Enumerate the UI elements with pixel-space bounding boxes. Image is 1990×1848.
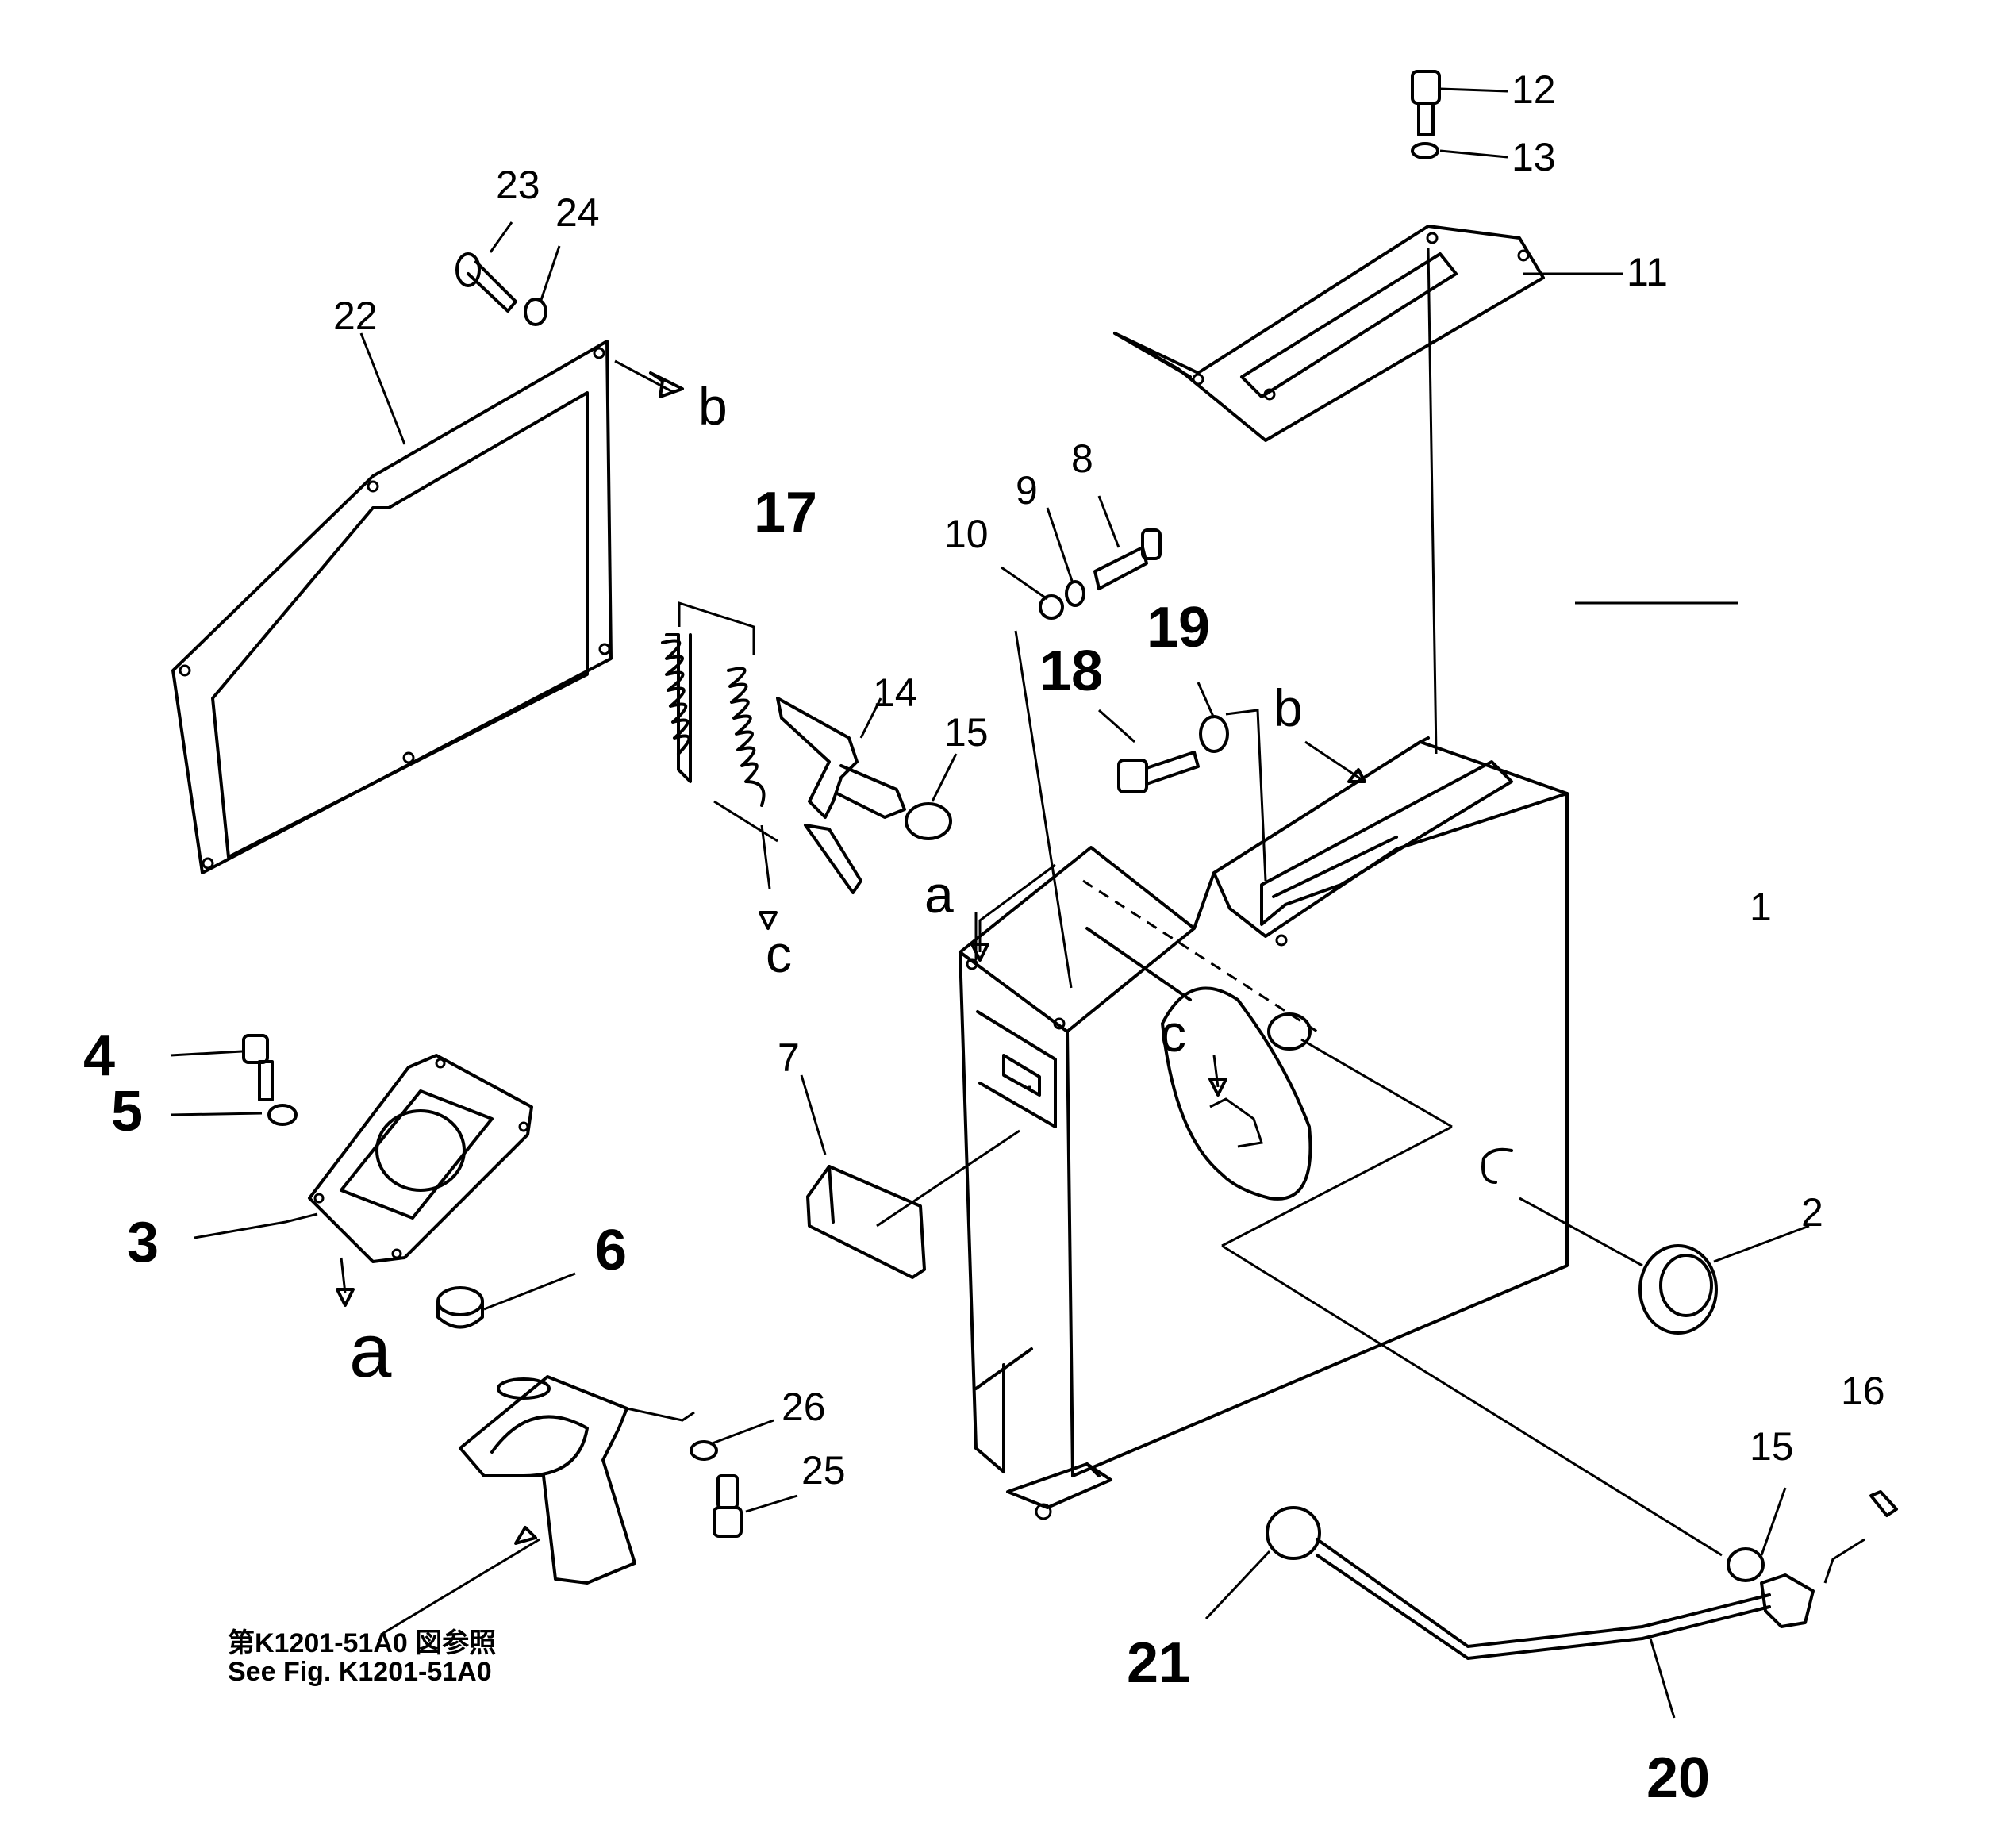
label-part-9: 9 <box>1016 468 1038 513</box>
fastener-axis-line <box>1427 247 1438 755</box>
view-marker-a-top: a <box>924 865 954 924</box>
label-part-26: 26 <box>782 1385 826 1429</box>
view-marker-a-bottom: a <box>349 1308 392 1393</box>
bolt-part-12 <box>1411 70 1441 136</box>
bolt-axis-line <box>1014 630 1073 989</box>
washer-part-24 <box>524 298 547 326</box>
label-part-5: 5 <box>111 1080 143 1143</box>
lever-part-14 <box>776 697 906 894</box>
washer-part-9 <box>1065 580 1085 607</box>
boot-part-3 <box>308 1054 533 1263</box>
bolt-part-23 <box>455 252 517 313</box>
view-marker-c-left: c <box>766 924 792 983</box>
view-arrows <box>336 371 1366 1545</box>
bushing-part-15-upper <box>905 802 952 840</box>
clevis-block <box>1760 1573 1815 1628</box>
reference-note-japanese: 第K1201-51A0 図参照 <box>228 1628 496 1658</box>
cover-part-22 <box>171 340 613 874</box>
label-part-25: 25 <box>801 1448 846 1493</box>
leader-lines <box>170 87 1865 1719</box>
label-part-17: 17 <box>754 481 817 544</box>
label-part-11: 11 <box>1627 250 1668 294</box>
label-part-6: 6 <box>595 1219 627 1282</box>
view-marker-b-top: b <box>698 377 728 436</box>
seal-part-2 <box>1638 1244 1718 1335</box>
label-part-2: 2 <box>1801 1190 1823 1235</box>
label-part-16: 16 <box>1841 1369 1885 1413</box>
pad-part-7 <box>806 1129 1020 1279</box>
top-plate-part-11 <box>1113 225 1545 442</box>
bolt-part-18 <box>1117 751 1200 793</box>
view-marker-b-right: b <box>1274 678 1303 737</box>
label-part-7: 7 <box>778 1035 800 1080</box>
label-part-23: 23 <box>496 163 540 207</box>
label-part-20: 20 <box>1646 1746 1710 1810</box>
label-part-3: 3 <box>127 1211 159 1274</box>
label-part-4: 4 <box>83 1024 115 1088</box>
label-part-24: 24 <box>555 190 600 235</box>
rod-part-20 <box>1316 1538 1771 1660</box>
bolt-part-4 <box>242 1034 274 1101</box>
washer-part-10 <box>1039 594 1064 620</box>
bushing-part-15-lower <box>1727 1547 1765 1582</box>
label-part-10: 10 <box>944 512 989 556</box>
label-part-12: 12 <box>1512 67 1556 112</box>
label-part-1: 1 <box>1750 885 1772 929</box>
seal-axis-line <box>1519 1197 1643 1267</box>
label-part-18: 18 <box>1039 640 1103 703</box>
label-part-21: 21 <box>1127 1631 1190 1695</box>
view-marker-c-cutaway: c <box>1160 1004 1186 1062</box>
washer-part-26 <box>690 1440 718 1461</box>
label-part-15-upper: 15 <box>944 710 989 755</box>
bushing-on-housing <box>1267 1012 1312 1051</box>
bolt-part-25 <box>713 1474 743 1538</box>
label-part-15-lower: 15 <box>1750 1424 1794 1469</box>
label-part-19: 19 <box>1147 596 1210 659</box>
label-part-8: 8 <box>1071 436 1093 481</box>
housing-part-1 <box>959 736 1723 1557</box>
label-part-14: 14 <box>873 670 917 715</box>
label-part-13: 13 <box>1512 135 1556 179</box>
spring-part-17 <box>661 633 778 843</box>
grommet-part-6 <box>436 1286 484 1329</box>
label-part-22: 22 <box>333 294 378 338</box>
valve-assembly <box>459 1375 636 1585</box>
washer-part-13 <box>1411 142 1439 159</box>
pin-part-16 <box>1869 1490 1898 1517</box>
nut-part-19 <box>1199 715 1229 753</box>
bolt-part-8 <box>1093 528 1162 590</box>
knob-part-21 <box>1266 1506 1321 1560</box>
reference-note-english: See Fig. K1201-51A0 <box>228 1657 492 1687</box>
washer-part-5 <box>267 1104 298 1126</box>
